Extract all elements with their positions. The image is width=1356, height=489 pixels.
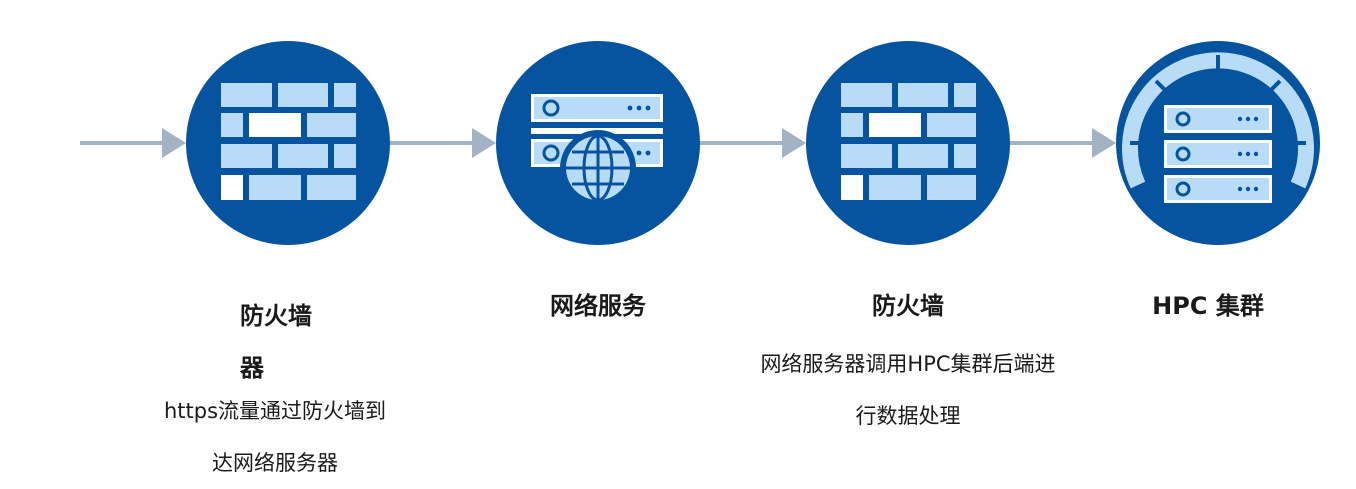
- flow-arrows: [80, 128, 1116, 158]
- node-1-title: 防火墙 器: [200, 290, 380, 394]
- node-3-description: 网络服务器调用HPC集群后端进 行数据处理: [688, 338, 1128, 442]
- hpc-cluster-node: [1116, 41, 1320, 245]
- node-4-title: HPC 集群: [1110, 290, 1306, 322]
- arrow-firewall-to-web-server: [390, 128, 496, 158]
- firewall-node-1: [186, 41, 390, 245]
- node-4-title-line-1: HPC 集群: [1152, 292, 1264, 320]
- firewall-icon: [221, 83, 356, 200]
- node-3-desc-line-2: 行数据处理: [855, 404, 961, 428]
- incoming-arrow: [80, 128, 186, 158]
- node-1-description: https流量通过防火墙到 达网络服务器: [100, 385, 450, 489]
- node-3-title: 防火墙: [810, 290, 1006, 322]
- arrow-web-server-to-firewall: [700, 128, 806, 158]
- node-1-desc-line-1: https流量通过防火墙到: [163, 399, 387, 423]
- firewall-node-2: [806, 41, 1010, 245]
- node-1-desc-line-2: 达网络服务器: [212, 451, 338, 475]
- node-3-desc-line-1: 网络服务器调用HPC集群后端进: [760, 352, 1056, 376]
- firewall-icon: [841, 83, 976, 200]
- node-2-title-line-1: 网络服务: [550, 292, 646, 320]
- node-1-title-line-2: 器: [240, 354, 264, 382]
- globe-icon: [560, 130, 636, 206]
- node-1-title-line-1: 防火墙: [240, 302, 312, 330]
- arrow-firewall-to-hpc-cluster: [1010, 128, 1116, 158]
- node-3-title-line-1: 防火墙: [872, 292, 944, 320]
- node-2-title: 网络服务: [500, 290, 696, 322]
- web-server-node: [496, 41, 700, 245]
- hpc-cluster-icon: [1122, 52, 1314, 203]
